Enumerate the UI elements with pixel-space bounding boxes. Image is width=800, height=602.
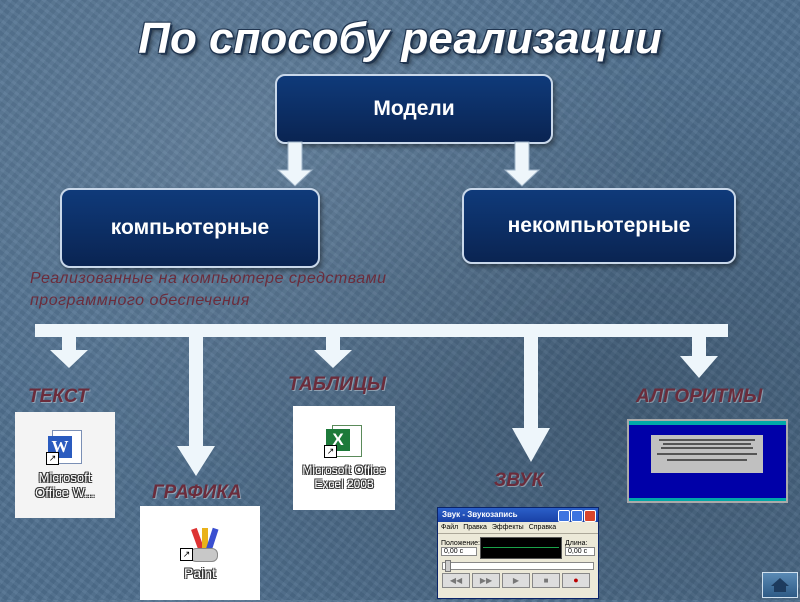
record-button[interactable]: ● <box>562 573 590 588</box>
home-icon <box>771 578 789 592</box>
position-slider[interactable] <box>442 560 594 572</box>
category-graphics-label: ГРАФИКА <box>152 482 242 503</box>
computer-note: Реализованные на компьютере средствами п… <box>30 270 387 309</box>
category-sound-label: ЗВУК <box>494 470 544 491</box>
shortcut-arrow-icon: ↗ <box>324 445 337 458</box>
word-shortcut[interactable]: W ↗ Microsoft Office W... <box>15 412 115 518</box>
paint-icon: ↗ <box>180 526 219 562</box>
arrow-to-tables <box>314 337 352 368</box>
menu-help[interactable]: Справка <box>528 524 557 531</box>
position-value: 0,00 с <box>441 547 477 556</box>
shortcut-arrow-icon: ↗ <box>46 452 59 465</box>
length-label: Длина: <box>565 540 588 547</box>
category-tables-label: ТАБЛИЦЫ <box>288 374 386 395</box>
sound-recorder-menubar: Файл Правка Эффекты Справка <box>438 522 598 534</box>
forward-button[interactable]: ▶▶ <box>472 573 500 588</box>
node-computer-label: компьютерные <box>110 216 270 239</box>
position-label: Положение: <box>441 540 480 547</box>
sound-recorder-window[interactable]: Звук - Звукозапись Файл Правка Эффекты С… <box>437 507 599 599</box>
node-computer: компьютерные <box>60 188 320 268</box>
root-node-label: Модели <box>373 97 455 120</box>
menu-edit[interactable]: Правка <box>463 524 487 531</box>
minimize-icon[interactable] <box>558 510 570 522</box>
algorithm-program-screenshot <box>627 419 788 503</box>
category-text-label: ТЕКСТ <box>28 386 89 407</box>
arrow-to-graphics <box>177 337 215 476</box>
menu-effects[interactable]: Эффекты <box>491 524 524 531</box>
node-noncomputer-label: некомпьютерные <box>507 214 691 237</box>
rewind-button[interactable]: ◀◀ <box>442 573 470 588</box>
arrow-root-to-computer <box>276 141 314 187</box>
dos-menu-bar <box>629 421 786 425</box>
excel-shortcut-label: Microsoft Office Excel 2003 <box>302 463 386 491</box>
maximize-icon[interactable] <box>571 510 583 522</box>
slider-thumb[interactable] <box>445 560 451 572</box>
dos-dialog <box>651 435 763 473</box>
menu-file[interactable]: Файл <box>441 524 459 531</box>
excel-shortcut[interactable]: X ↗ Microsoft Office Excel 2003 <box>293 406 395 510</box>
arrow-to-sound <box>512 337 550 462</box>
word-icon: W ↗ <box>46 430 82 465</box>
play-button[interactable]: ▶ <box>502 573 530 588</box>
arrow-to-text <box>50 337 88 368</box>
arrow-root-to-noncomputer <box>503 141 541 187</box>
root-node-models: Модели <box>275 74 553 144</box>
node-noncomputer: некомпьютерные <box>462 188 736 264</box>
paint-shortcut-label: Paint <box>184 564 216 581</box>
arrow-to-algorithms <box>680 337 718 378</box>
paint-shortcut[interactable]: ↗ Paint <box>140 506 260 600</box>
waveform-display <box>480 537 562 559</box>
dos-status-bar <box>629 498 786 501</box>
sound-recorder-titlebar[interactable]: Звук - Звукозапись <box>438 508 598 522</box>
sound-recorder-title: Звук - Звукозапись <box>442 510 518 519</box>
close-icon[interactable] <box>584 510 596 522</box>
home-nav-button[interactable] <box>762 572 798 598</box>
excel-icon: X ↗ <box>324 425 362 458</box>
stop-button[interactable]: ■ <box>532 573 560 588</box>
word-shortcut-label: Microsoft Office W... <box>35 470 95 500</box>
category-algorithms-label: АЛГОРИТМЫ <box>636 386 763 407</box>
length-value: 0,00 с <box>565 547 595 556</box>
category-bar <box>35 324 728 337</box>
shortcut-arrow-icon: ↗ <box>180 547 193 561</box>
page-title: По способу реализации <box>138 14 662 63</box>
